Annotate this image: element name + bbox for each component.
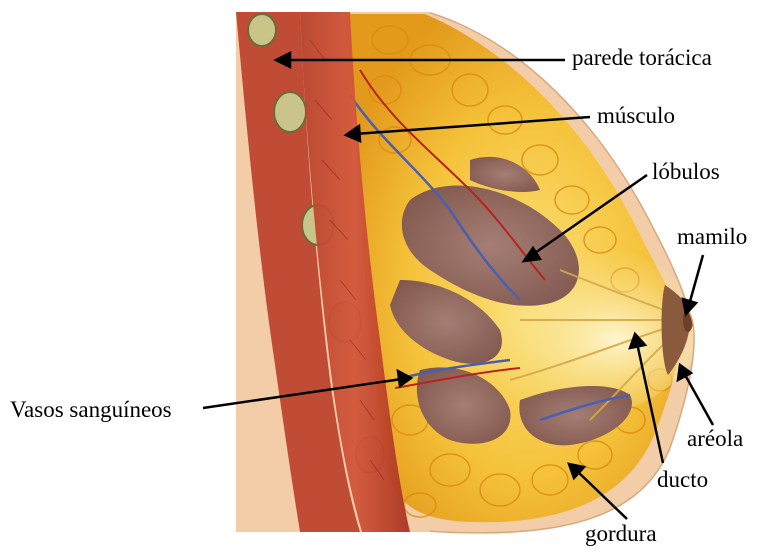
- label-fat: gordura: [585, 522, 657, 545]
- label-chest-wall: parede torácica: [572, 46, 712, 69]
- label-muscle: músculo: [597, 104, 675, 127]
- label-nipple: mamilo: [677, 225, 747, 248]
- label-blood-vessels: Vasos sanguíneos: [10, 398, 172, 421]
- label-duct: ducto: [657, 468, 708, 491]
- label-lobules: lóbulos: [652, 160, 720, 183]
- label-areola: aréola: [687, 427, 743, 450]
